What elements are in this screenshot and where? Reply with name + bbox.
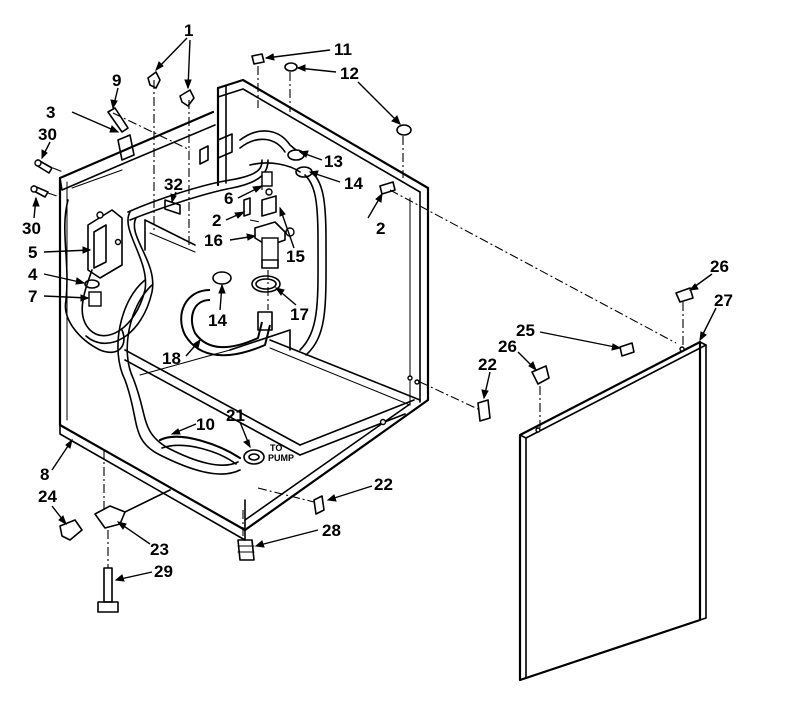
- front-panel: [518, 287, 707, 682]
- bottom-parts: [59, 399, 491, 613]
- callout-2-right: 2: [376, 219, 385, 238]
- callout-6: 6: [224, 189, 233, 208]
- callout-18: 18: [162, 349, 181, 368]
- callout-26-lower: 26: [498, 337, 517, 356]
- callout-28: 28: [322, 521, 341, 540]
- cabinet-frame: [58, 78, 430, 541]
- callout-30-lower: 30: [22, 219, 41, 238]
- callout-1: 1: [184, 21, 193, 40]
- callout-3: 3: [46, 103, 55, 122]
- callout-14-lower: 14: [208, 311, 227, 330]
- callout-29: 29: [154, 562, 173, 581]
- callout-22-upper: 22: [478, 355, 497, 374]
- pressure-switch: [84, 209, 123, 307]
- callout-11: 11: [334, 40, 352, 59]
- callout-27: 27: [714, 291, 733, 310]
- leader-lines: [32, 37, 717, 582]
- screws-top: [30, 53, 412, 198]
- callout-25: 25: [516, 321, 535, 340]
- callout-21: 21: [226, 406, 245, 425]
- callout-8: 8: [40, 465, 49, 484]
- callout-32: 32: [164, 175, 183, 194]
- callout-22-lower: 22: [374, 475, 393, 494]
- callout-labels: 1 2 2 3 4 5 6 7 8 9 10 11 12 13 14 14 15…: [22, 21, 733, 581]
- water-valve-component: [243, 171, 295, 269]
- callout-10: 10: [196, 415, 215, 434]
- callout-30-upper: 30: [38, 125, 57, 144]
- callout-13: 13: [324, 152, 343, 171]
- callout-17: 17: [290, 305, 309, 324]
- callout-23: 23: [150, 540, 169, 559]
- callout-9: 9: [112, 71, 121, 90]
- hose-assembly: [64, 130, 327, 475]
- callout-14-upper: 14: [344, 174, 363, 193]
- note-pump: PUMP: [268, 453, 294, 463]
- callout-5: 5: [28, 243, 37, 262]
- callout-24: 24: [38, 487, 57, 506]
- callout-7: 7: [28, 287, 37, 306]
- callout-12: 12: [340, 64, 359, 83]
- note-to: TO: [270, 443, 282, 453]
- callout-15: 15: [286, 247, 305, 266]
- callout-2-middle: 2: [212, 211, 221, 230]
- callout-4: 4: [28, 265, 38, 284]
- callout-16: 16: [204, 231, 223, 250]
- alignment-lines: [47, 66, 684, 568]
- callout-26-upper: 26: [710, 257, 729, 276]
